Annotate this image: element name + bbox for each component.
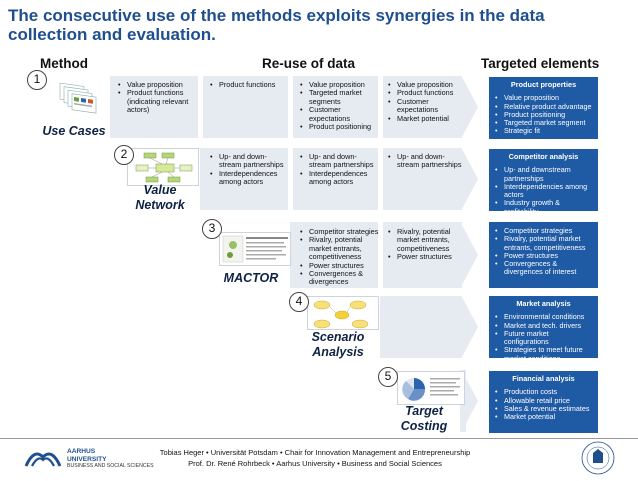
row1-arrow [462, 77, 478, 137]
row1-col2: Product functions [210, 80, 288, 90]
list-item: Value proposition [300, 80, 378, 90]
target-list-item: Up- and downstream partnerships [495, 166, 592, 183]
step-number-5: 5 [378, 367, 398, 387]
target-list-item: Rivalry, potential market entrants, comp… [495, 235, 592, 252]
target-box-market-analysis: Market analysisEnvironmental conditionsM… [489, 296, 598, 362]
step-number-4: 4 [289, 292, 309, 312]
footer-line-1: Tobias Heger • Universität Potsdam • Cha… [159, 448, 471, 457]
footer-divider [0, 438, 638, 439]
target-list-item: Strategies to meet future market conditi… [495, 346, 592, 363]
row1-col1: Value propositionProduct functions (indi… [118, 80, 196, 115]
target-box-competitor-analysis: Competitor analysisUp- and downstream pa… [489, 149, 598, 215]
step-number-1: 1 [27, 70, 47, 90]
target-costing-thumbnail [397, 371, 465, 405]
target-list-item: Sales & revenue estimates [495, 404, 592, 413]
list-item: Up- and down-stream partnerships [210, 152, 288, 170]
list-item: Up- and down-stream partnerships [388, 152, 464, 170]
use-cases-thumbnail [38, 80, 108, 120]
target-list-item: Market potential [495, 412, 592, 421]
step-number-2: 2 [114, 145, 134, 165]
header-targeted: Targeted elements [481, 56, 600, 71]
row1-col3: Value propositionTargeted market segment… [300, 80, 378, 132]
list-item: Value proposition [388, 80, 464, 90]
list-item: Up- and down-stream partnerships [300, 152, 378, 170]
step-number-3: 3 [202, 219, 222, 239]
target-list-item: Targeted market segment [495, 118, 592, 127]
target-box-financial-analysis: Financial analysisProduction costsAllowa… [489, 371, 598, 433]
list-item: Convergences & divergences [300, 269, 382, 287]
value-network-thumbnail [127, 148, 199, 186]
list-item: Interdependences among actors [210, 169, 288, 187]
slide-title: The consecutive use of the methods explo… [8, 6, 545, 44]
target-list-item: Convergences & divergences of interest [495, 260, 592, 277]
row4-arrow [462, 297, 478, 357]
university-seal-icon [578, 440, 618, 476]
target-list-item: Future market configurations [495, 329, 592, 347]
list-item: Customer expectations [388, 97, 464, 115]
target-list-item: Value proposition [495, 93, 592, 102]
header-method: Method [40, 56, 88, 71]
row2-arrow [462, 149, 478, 209]
method-label-scenario-analysis: Scenario Analysis [311, 330, 365, 359]
list-item: Value proposition [118, 80, 196, 90]
target-list-item: Interdependencies among actors [495, 182, 592, 200]
method-label-target-costing: Target Costing [400, 404, 448, 433]
row5-arrow [462, 371, 478, 431]
list-item: Product positioning [300, 122, 378, 132]
aarhus-logo-text: AARHUS UNIVERSITY BUSINESS AND SOCIAL SC… [67, 448, 154, 469]
row2-col2: Up- and down-stream partnershipsInterdep… [210, 152, 288, 187]
row2-col4: Up- and down-stream partnerships [388, 152, 464, 170]
target-list-item: Production costs [495, 387, 592, 396]
target-list-item: Competitor strategies [495, 226, 592, 235]
list-item: Rivalry, potential market entrants, comp… [300, 236, 382, 261]
row3-col3: Competitor strategiesRivalry, potential … [300, 227, 382, 287]
target-list-item: Environmental conditions [495, 312, 592, 321]
target-list-item: Market and tech. drivers [495, 321, 592, 330]
aarhus-logo-icon [24, 446, 62, 468]
list-item: Power structures [300, 261, 382, 271]
target-list-item: Relative product advantage [495, 102, 592, 111]
target-box-competitor-details: Competitor strategiesRivalry, potential … [489, 222, 598, 288]
footer-credits: Tobias Heger • Universität Potsdam • Cha… [140, 447, 490, 469]
row4-band [380, 296, 462, 358]
footer-line-2: Prof. Dr. René Rohrbeck • Aarhus Univers… [188, 459, 442, 468]
target-list-item: Industry growth & profitability [495, 199, 592, 216]
mactor-thumbnail [219, 232, 291, 266]
target-list-item: Allowable retail price [495, 396, 592, 405]
method-label-value-network: Value Network [135, 183, 185, 212]
row2-col3: Up- and down-stream partnershipsInterdep… [300, 152, 378, 187]
target-list-item: Power structures [495, 251, 592, 260]
row3-arrow [462, 225, 478, 285]
list-item: Targeted market segments [300, 89, 378, 106]
list-item: Market potential [388, 114, 464, 124]
list-item: Interdependences among actors [300, 169, 378, 187]
list-item: Competitor strategies [300, 227, 382, 237]
list-item: Product functions [210, 80, 288, 90]
target-list-item: Strategic fit [495, 127, 592, 136]
header-reuse: Re-use of data [262, 56, 356, 71]
row3-col4: Rivalry, potential market entrants, comp… [388, 227, 464, 262]
list-item: Power structures [388, 252, 464, 262]
list-item: Product functions (indicating relevant a… [118, 89, 196, 114]
target-list-item: Product positioning [495, 110, 592, 119]
method-label-use-cases: Use Cases [42, 124, 106, 138]
list-item: Customer expectations [300, 106, 378, 123]
list-item: Product functions [388, 88, 464, 98]
row1-col4: Value propositionProduct functionsCustom… [388, 80, 464, 124]
list-item: Rivalry, potential market entrants, comp… [388, 227, 464, 253]
method-label-mactor: MACTOR [223, 271, 279, 285]
scenario-thumbnail [307, 296, 379, 330]
target-box-product-properties: Product propertiesValue propositionRelat… [489, 77, 598, 139]
